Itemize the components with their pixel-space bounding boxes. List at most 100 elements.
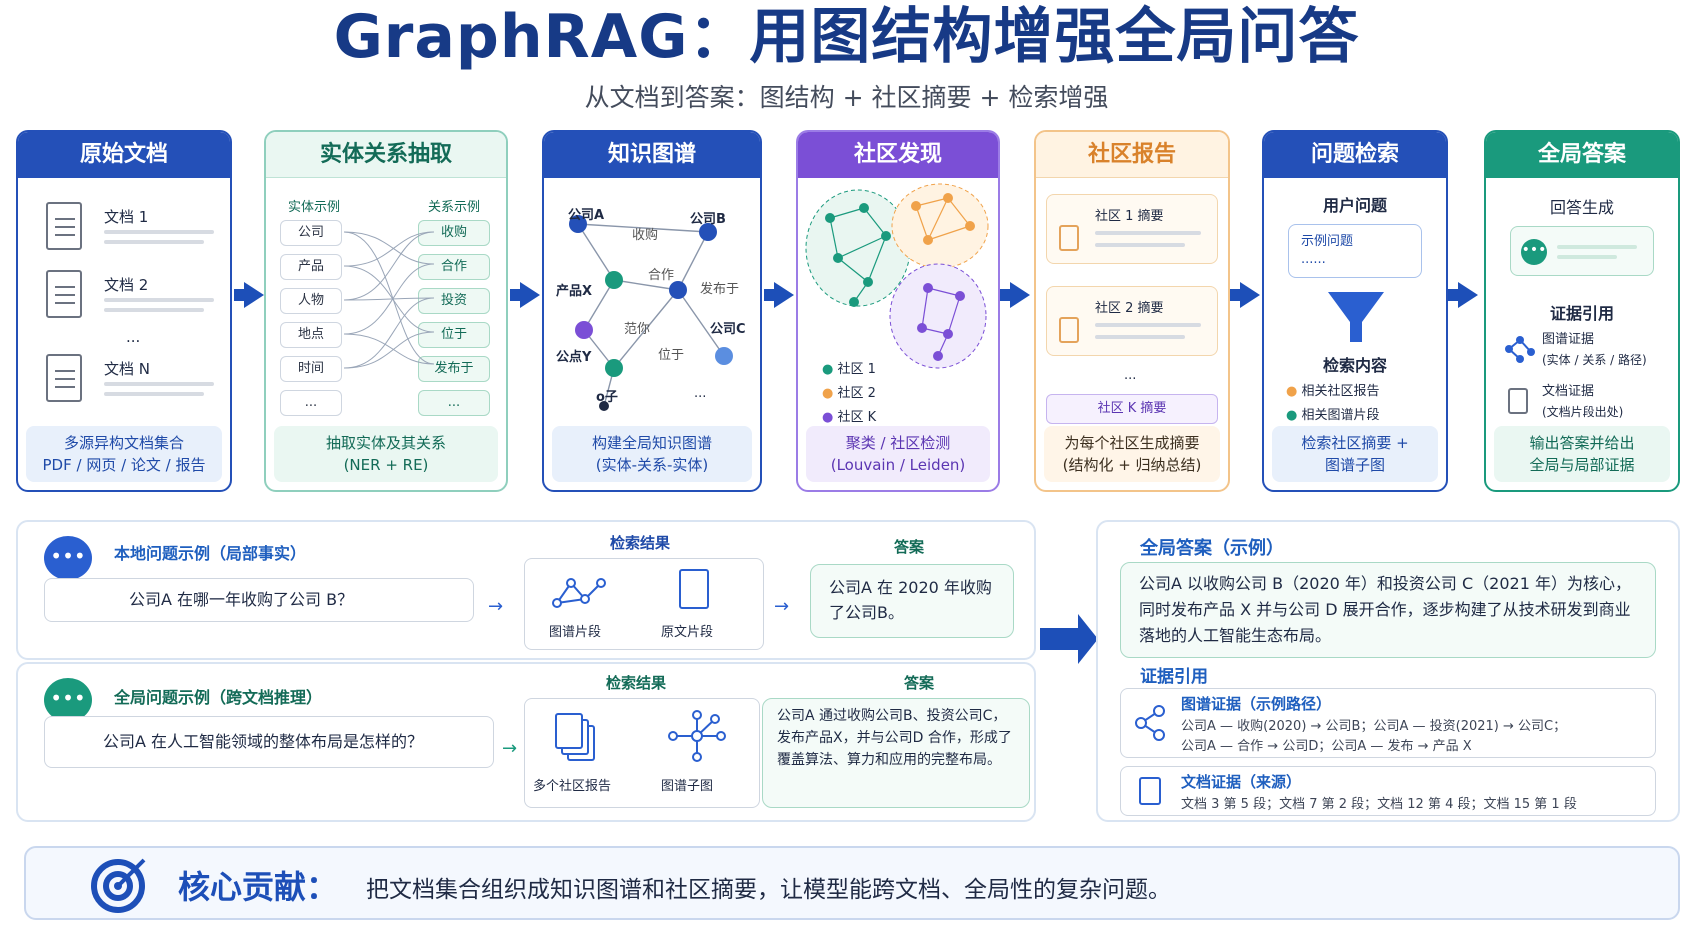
knowledge-graph [569, 215, 733, 411]
stage-retrieve-footer: 检索社区摘要 +图谱子图 [1272, 426, 1438, 482]
kg-ellipsis: ... [694, 386, 707, 401]
chat-icon: ••• [44, 678, 92, 722]
document-icon [1139, 777, 1161, 805]
relation-pill: 合作 [418, 254, 490, 280]
cite-label: 证据引用 [1549, 304, 1614, 323]
flow-arrow-icon-bar [234, 289, 246, 301]
entity-pill: 人物 [280, 288, 342, 314]
final-answer: 公司A 以收购公司 B（2020 年）和投资公司 C（2021 年）为核心，同时… [1120, 562, 1656, 658]
entity-pill: ... [280, 390, 342, 416]
doc-ellipsis: ... [126, 328, 141, 346]
stage-extract: 实体关系抽取 实体示例 关系示例 公司产品人物地点时间... 收购合作投资位于发… [264, 130, 508, 492]
stage-report: 社区报告 社区 1 摘要 社区 2 摘要 ... 社区 K 摘要 为每个社区生成… [1034, 130, 1230, 492]
global-answer: 公司A 通过收购公司B、投资公司C，发布产品X，并与公司D 合作，形成了覆盖算法… [762, 698, 1030, 808]
doc-label: 文档 2 [104, 276, 149, 294]
graph-evidence-box: 图谱证据（示例路径） 公司A — 收购(2020) → 公司B；公司A — 投资… [1120, 688, 1656, 758]
relation-pill: 收购 [418, 220, 490, 246]
node-company-b [699, 223, 717, 241]
node-mid [605, 359, 623, 377]
flow-arrow-icon [1458, 282, 1478, 308]
kg-edge-label: 发布于 [700, 282, 740, 297]
node-company-c [669, 281, 687, 299]
kg-node-label: 公司B [690, 212, 726, 227]
graph-icon [552, 578, 606, 608]
flow-arrow-icon [1240, 282, 1260, 308]
retrieve-bullets: ● 相关社区报告 ● 相关图谱片段 [1286, 384, 1380, 423]
document-icon [679, 569, 709, 609]
document-icon [1508, 388, 1528, 414]
target-icon [91, 858, 146, 913]
local-results: 图谱片段 原文片段 [524, 558, 764, 650]
entity-pill: 时间 [280, 356, 342, 382]
flow-arrow-icon [1010, 282, 1030, 308]
answer-gen-label: 回答生成 [1549, 198, 1614, 217]
flow-arrow-icon-bar [510, 289, 522, 301]
arrow-icon: → [774, 596, 790, 617]
doc-item: 文档 N [46, 354, 230, 412]
stage-extract-title: 实体关系抽取 [266, 132, 506, 178]
local-answer: 公司A 在 2020 年收购了公司B。 [810, 564, 1014, 638]
stage-kg-footer: 构建全局知识图谱(实体-关系-实体) [552, 426, 752, 482]
local-answer-label: 答案 [894, 538, 925, 556]
stage-community-footer: 聚类 / 社区检测(Louvain / Leiden) [806, 426, 990, 482]
stage-kg: 知识图谱 公司A 公司B 产品X 公司C 公点Y o子 收购 合作 发布于 范你… [542, 130, 762, 492]
global-question: 公司A 在人工智能领域的整体布局是怎样的？ [44, 716, 494, 768]
stage-kg-title: 知识图谱 [544, 132, 760, 178]
report-ellipsis: ... [1124, 368, 1137, 383]
relation-pill: ... [418, 390, 490, 416]
report-card: 社区 2 摘要 [1046, 286, 1218, 356]
flow-arrow-icon-bar [1448, 289, 1460, 301]
flow-arrow-icon-bar [764, 289, 776, 301]
big-arrow-icon [1078, 614, 1098, 664]
doc-label: 文档 1 [104, 208, 149, 226]
page-title: GraphRAG：用图结构增强全局问答 [333, 2, 1360, 72]
document-icon [46, 270, 82, 318]
graph-evidence: 图谱证据(实体 / 关系 / 路径) [1542, 332, 1647, 367]
community-legend: ● 社区 1 ● 社区 2 ● 社区 K [822, 362, 877, 425]
relation-links [344, 231, 435, 369]
node-c2 [715, 347, 733, 365]
stage-community-title: 社区发现 [798, 132, 998, 178]
kg-edge-label: 收购 [632, 228, 659, 243]
stage-report-title: 社区报告 [1036, 132, 1228, 178]
kg-node-label: 公点Y [556, 350, 592, 365]
final-cite-title: 证据引用 [1140, 667, 1208, 687]
flow-arrow-icon-bar [1230, 289, 1242, 301]
answer-bubble: ••• [1510, 226, 1654, 276]
big-arrow-icon-bar [1040, 628, 1080, 650]
node-sub [599, 401, 609, 411]
share-graph-icon [1135, 705, 1165, 741]
flow-arrow-icon [774, 282, 794, 308]
example-question-bubble: 示例问题...... [1288, 224, 1422, 278]
kg-node-label: 公司C [710, 322, 746, 337]
retrieve-content-label: 检索内容 [1322, 356, 1387, 375]
doc-evidence: 文档证据(文档片段出处) [1542, 384, 1624, 419]
chat-icon: ••• [1521, 239, 1547, 265]
relation-pill: 位于 [418, 322, 490, 348]
node-y [575, 321, 593, 339]
chat-icon: ••• [44, 536, 92, 580]
doc-item: 文档 2 [46, 270, 230, 328]
global-result-label: 检索结果 [606, 674, 667, 692]
local-example-label: 本地问题示例（局部事实） [114, 544, 307, 563]
graph-icon [668, 710, 726, 762]
global-example-label: 全局问题示例（跨文档推理） [114, 688, 323, 707]
arrow-icon: → [502, 738, 518, 759]
relation-header: 关系示例 [428, 200, 481, 215]
kg-node-label: 公司A [568, 208, 605, 223]
stage-report-footer: 为每个社区生成摘要(结构化 + 归纳总结) [1044, 426, 1220, 482]
entity-pill: 公司 [280, 220, 342, 246]
document-icon [46, 354, 82, 402]
kg-node-label: 产品X [556, 284, 593, 299]
global-results: 多个社区报告 图谱子图 [524, 698, 760, 808]
kg-node-label: o子 [596, 390, 618, 405]
core-contribution-bar: 核心贡献： 把文档集合组织成知识图谱和社区摘要，让模型能跨文档、全局性的复杂问题… [24, 846, 1680, 920]
stage-docs-title: 原始文档 [18, 132, 230, 178]
kg-edge-label: 合作 [648, 268, 675, 283]
report-icon [1059, 225, 1079, 251]
local-result-label: 检索结果 [610, 534, 671, 552]
stage-answer-footer: 输出答案并给出全局与局部证据 [1494, 426, 1670, 482]
stage-community: 社区发现 ● 社区 1 ● 社区 2 ● 社区 K 聚类 / 社区检测(Louv… [796, 130, 1000, 492]
node-company-a [569, 215, 587, 233]
stage-answer: 全局答案 回答生成 ••• 证据引用 图谱证据(实体 / 关系 / 路径) 文档… [1484, 130, 1680, 492]
